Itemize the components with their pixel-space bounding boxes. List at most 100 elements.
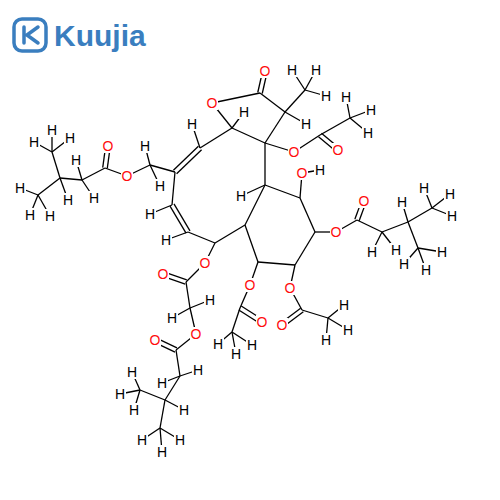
atom-wrap: H: [310, 62, 322, 78]
atom-wrap: H: [128, 402, 140, 418]
atom-wrap: H: [204, 292, 216, 308]
atom-label: H: [14, 181, 26, 195]
atom-label: H: [320, 89, 332, 103]
atom-wrap: H: [154, 178, 166, 194]
logo-wrap: Kuujia: [54, 21, 146, 51]
atom-label: H: [320, 333, 332, 347]
atom-wrap: H: [166, 310, 178, 326]
atom-label: O: [296, 166, 309, 180]
bond-line: [188, 232, 215, 243]
atom-wrap: O: [284, 280, 297, 296]
atom-label: H: [186, 117, 198, 131]
atom-wrap: O: [256, 314, 269, 330]
atom-label: O: [102, 139, 115, 153]
bond-line: [285, 90, 305, 112]
atom-label: H: [166, 311, 178, 325]
atom-wrap: O: [288, 144, 301, 160]
atom-label: O: [259, 64, 272, 78]
atom-wrap: H: [366, 244, 378, 260]
atom-wrap: H: [338, 297, 350, 313]
bond-line: [52, 152, 60, 178]
atom-wrap: H: [362, 125, 374, 141]
atom-label: H: [136, 433, 148, 447]
atom-label: H: [192, 363, 204, 377]
atom-label: H: [88, 191, 100, 205]
atom-label: H: [342, 323, 354, 337]
atom-wrap: H: [390, 242, 402, 258]
atom-label: H: [156, 376, 168, 390]
atom-wrap: H: [235, 188, 247, 204]
atom-wrap: O: [332, 142, 345, 158]
atom-wrap: H: [365, 102, 377, 118]
atom-wrap: H: [230, 346, 242, 362]
atom-label: O: [157, 267, 170, 281]
atom-label: O: [288, 145, 301, 159]
atom-wrap: H: [46, 122, 58, 138]
atom-label: H: [160, 233, 172, 247]
atom-label: H: [230, 347, 242, 361]
atom-wrap: H: [444, 186, 456, 202]
atom-wrap: H: [139, 138, 151, 154]
atom-wrap: O: [244, 277, 257, 293]
atom-wrap: H: [314, 162, 326, 178]
atom-label: H: [246, 338, 258, 352]
atom-wrap: O: [276, 317, 289, 333]
atom-label: H: [420, 263, 432, 277]
atom-wrap: H: [156, 444, 168, 460]
atom-label: H: [128, 403, 140, 417]
atom-label: H: [286, 63, 298, 77]
atom-wrap: H: [342, 322, 354, 338]
atom-label: H: [139, 139, 151, 153]
logo-frame: [14, 19, 46, 51]
bond-line: [264, 143, 265, 185]
atom-wrap: O: [149, 332, 162, 348]
bond-line: [160, 400, 165, 428]
atom-label: H: [144, 207, 156, 221]
atom-label: H: [444, 187, 456, 201]
atom-label: O: [149, 333, 162, 347]
atom-label: O: [276, 318, 289, 332]
bond-line: [302, 310, 328, 318]
atom-wrap: H: [14, 180, 26, 196]
atom-wrap: H: [144, 206, 156, 222]
atom-wrap: H: [300, 116, 312, 132]
atom-label: O: [206, 96, 219, 110]
bond-line: [245, 225, 258, 262]
atom-wrap: O: [190, 326, 203, 342]
atom-label: H: [418, 181, 430, 195]
atom-label: H: [396, 195, 408, 209]
atom-wrap: H: [192, 362, 204, 378]
atom-wrap: H: [418, 180, 430, 196]
bond-line: [176, 350, 180, 376]
bond-line: [200, 128, 232, 148]
atom-wrap: O: [157, 266, 170, 282]
atom-wrap: O: [358, 193, 371, 209]
atom-label: H: [174, 433, 186, 447]
atom-label: H: [314, 163, 326, 177]
atom-wrap: H: [436, 244, 448, 260]
atom-label: H: [340, 90, 352, 104]
atom-wrap: H: [320, 332, 332, 348]
atom-label: H: [70, 153, 82, 167]
bond-line: [300, 198, 315, 232]
atom-wrap: O: [121, 168, 134, 184]
atom-wrap: H: [186, 116, 198, 132]
logo-text: Kuujia: [54, 21, 146, 51]
atom-wrap: H: [320, 88, 332, 104]
atom-wrap: H: [178, 402, 190, 418]
atom-wrap: H: [446, 208, 458, 224]
atom-label: H: [178, 403, 190, 417]
logo-mark: [24, 27, 38, 43]
atom-label: H: [24, 208, 36, 222]
atom-label: O: [284, 281, 297, 295]
atom-label: O: [121, 169, 134, 183]
atom-wrap: H: [420, 262, 432, 278]
atom-wrap: H: [212, 336, 224, 352]
atom-wrap: H: [238, 104, 250, 120]
atom-wrap: H: [246, 337, 258, 353]
atom-wrap: H: [64, 130, 76, 146]
bond-line: [215, 225, 245, 243]
bond-line: [173, 146, 198, 170]
bond-line: [265, 112, 285, 143]
